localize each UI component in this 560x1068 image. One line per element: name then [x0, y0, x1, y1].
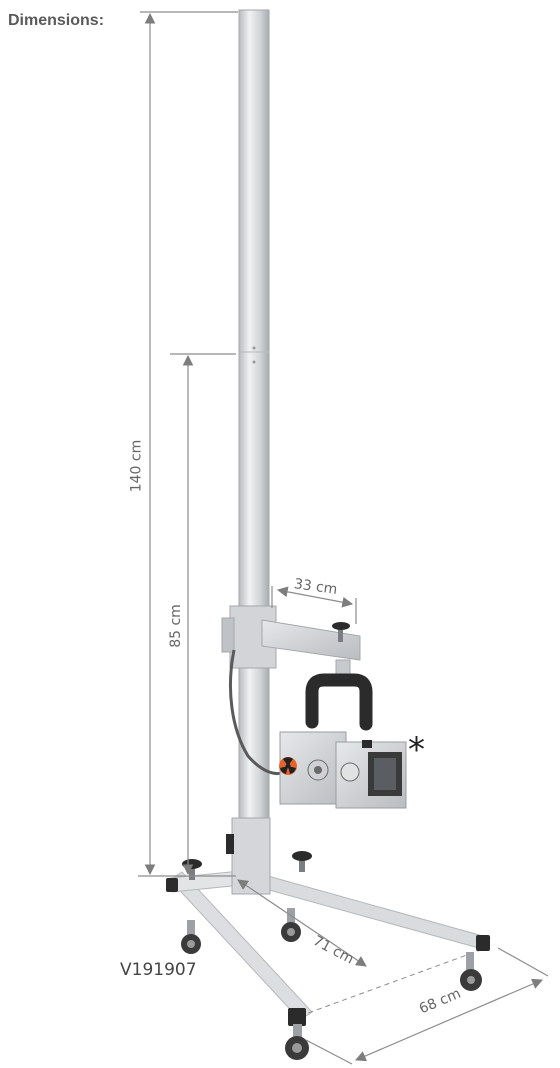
yoke-handle: [305, 659, 373, 731]
knob-icon: [332, 622, 350, 642]
asterisk-marker: *: [408, 730, 425, 770]
xray-head: [279, 731, 407, 809]
product-code: V191907: [120, 960, 197, 980]
height-total-label: 140 cm: [128, 439, 145, 493]
dimensions-title: Dimensions:: [8, 12, 105, 29]
caster-wheel-icon: [285, 1024, 309, 1060]
radiation-warning-icon: [279, 757, 297, 775]
dimension-lines: [138, 11, 549, 1065]
stand-column: [226, 9, 271, 895]
caster-wheel-icon: [281, 908, 301, 942]
height-arm-label: 85 cm: [167, 604, 184, 648]
caster-wheel-icon: [460, 952, 482, 991]
caster-wheel-icon: [181, 920, 201, 954]
support-arm: [221, 605, 373, 775]
knob-icon: [292, 851, 312, 872]
